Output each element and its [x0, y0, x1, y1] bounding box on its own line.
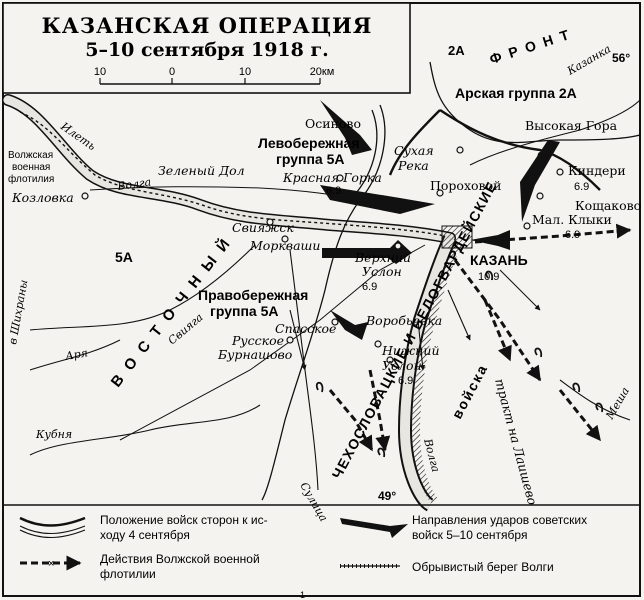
label-kazan: КАЗАНЬ: [470, 252, 528, 268]
map-subtitle: 5–10 сентября 1918 г.: [85, 39, 329, 61]
label-arya: Аря: [63, 346, 89, 363]
label-flotilla: флотилия: [8, 173, 54, 185]
label-right-group: группа 5А: [210, 303, 278, 319]
label-arsk-group: Арская группа 2А: [455, 85, 577, 101]
settlements: [81, 146, 564, 364]
front-line-enemy: [388, 109, 601, 191]
soviet-strike-arrows: [320, 100, 560, 340]
scale-tick-label: 0: [169, 66, 175, 78]
legend: Положение войск сторон к ис- ходу 4 сент…: [3, 504, 640, 581]
scale-tick-label: 10: [94, 66, 106, 78]
label-nizhny-uslon: Услон: [382, 358, 422, 373]
front-line-soviet: [261, 61, 641, 501]
svg-text:×: ×: [48, 558, 54, 570]
label-sukhaya-reka: Сухая: [394, 143, 434, 158]
scale-tick-label: 20км: [310, 66, 335, 78]
legend-strike-symbol: [340, 518, 408, 538]
label-kinderi-date: 6.9: [574, 181, 589, 193]
label-tick: 1: [300, 590, 305, 600]
legend-flotilla-symbol: ×: [20, 555, 82, 571]
strike-arrow: [322, 240, 412, 264]
legend-strikes-text: Направления ударов советских: [412, 513, 587, 527]
label-verkhny-uslon: Верхний: [354, 250, 411, 265]
label-56-degrees: 56°: [612, 51, 630, 65]
label-vorobyevka: Воробьевка: [365, 313, 442, 328]
label-nizhny-uslon-date: 6.9: [398, 375, 413, 387]
label-flotilla: военная: [12, 162, 50, 173]
label-kozlovka: Козловка: [11, 190, 74, 205]
label-mal-klyki-date: 6.9: [565, 229, 580, 241]
scale-bar: 10 0 10 20км: [94, 66, 335, 85]
label-verkhny-uslon: Услон: [362, 264, 402, 279]
label-spasskoe: Спасское: [275, 321, 336, 336]
thin-arrows: [289, 269, 541, 371]
kazan-city: [441, 225, 473, 249]
legend-flotilla-text: Действия Волжской военной: [100, 552, 260, 566]
label-nizhny-uslon: Нижний: [381, 343, 440, 358]
label-morkvashi: Моркваши: [249, 238, 320, 253]
label-kubnya: Кубня: [35, 428, 72, 441]
label-2a-top: 2А: [448, 43, 465, 58]
scale-tick-label: 10: [239, 66, 251, 78]
label-left-group: группа 5А: [276, 151, 344, 167]
label-kazan-date: 10.9: [478, 271, 499, 283]
label-zeleny-dol: Зеленый Дол: [158, 163, 245, 178]
label-russkoe: Русское: [231, 333, 284, 348]
label-verkhny-uslon-date: 6.9: [362, 281, 377, 293]
label-koshchakovo: Кощаково: [575, 198, 641, 213]
label-kinderi: Киндери: [568, 163, 626, 178]
label-krasnaya-gorka: Красная Горка: [282, 170, 382, 185]
strike-arrow: [320, 185, 435, 214]
map-title: КАЗАНСКАЯ ОПЕРАЦИЯ: [42, 13, 373, 38]
title-box: КАЗАНСКАЯ ОПЕРАЦИЯ 5–10 сентября 1918 г.…: [2, 2, 411, 94]
label-49-degrees: 49°: [378, 489, 396, 503]
label-volga-top: Волга: [116, 175, 152, 193]
flotilla-arrows: [328, 223, 632, 452]
label-sukhaya-reka: Река: [397, 158, 429, 173]
label-left-group: Левобережная: [258, 135, 360, 151]
retreat-symbols: [315, 152, 604, 458]
label-flotilla: Волжская: [8, 150, 53, 161]
label-5a: 5А: [115, 249, 133, 265]
legend-flotilla-text: флотилии: [100, 567, 156, 581]
legend-bank-text: Обрывистый берег Волги: [412, 560, 554, 574]
strike-arrow: [320, 100, 372, 155]
strike-arrow: [330, 310, 368, 340]
legend-strikes-text: войск 5–10 сентября: [412, 528, 527, 542]
label-osinovo: Осиново: [305, 116, 361, 131]
label-sviyazhsk: Свияжск: [232, 220, 294, 235]
label-right-group: Правобережная: [198, 287, 308, 303]
label-russkoe: Бурнашово: [217, 347, 292, 362]
legend-positions-text: ходу 4 сентября: [100, 528, 190, 542]
label-vysokaya-gora: Высокая Гора: [525, 118, 618, 133]
label-krasnaya-gorka-date: 6.9: [326, 185, 341, 197]
legend-positions-text: Положение войск сторон к ис-: [100, 513, 268, 527]
legend-positions-symbol: [19, 516, 86, 538]
strike-arrow: [520, 140, 560, 222]
label-porokhovoy: Пороховой: [430, 178, 501, 193]
label-mal-klyki: Мал. Клыки: [532, 212, 612, 227]
volga-river: [2, 94, 462, 512]
